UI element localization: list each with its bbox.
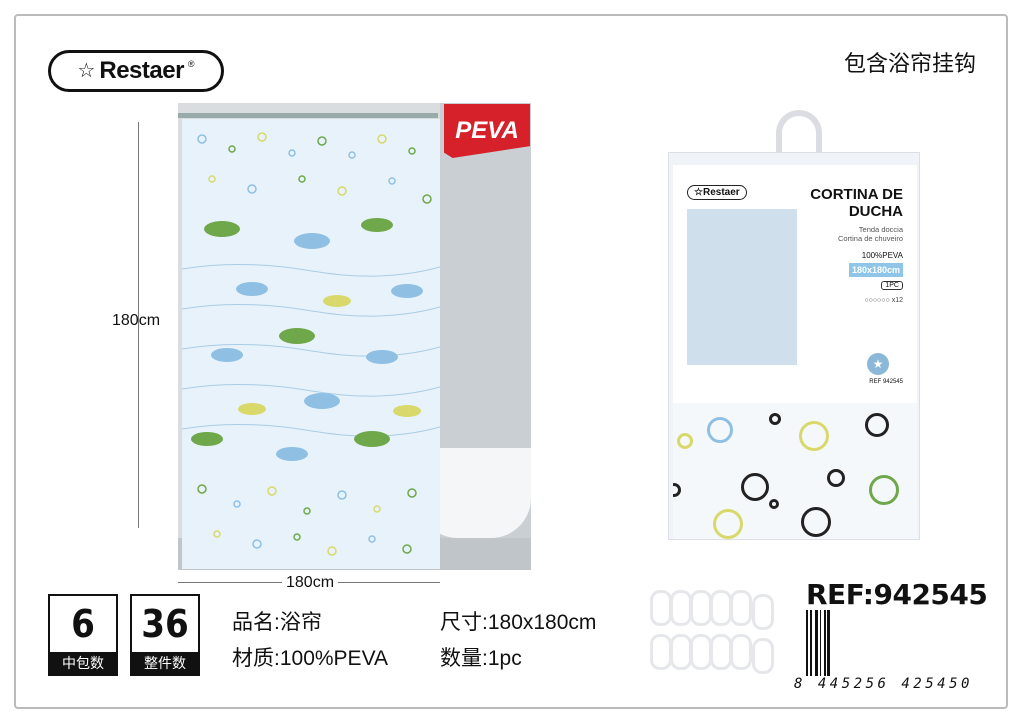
curtain-pattern — [673, 403, 917, 539]
height-label: 180cm — [112, 312, 161, 329]
product-photo — [178, 103, 531, 570]
package-material: 100%PEVA — [861, 251, 903, 260]
star-icon: ☆ — [77, 60, 96, 82]
spec-material: 材质:100%PEVA — [232, 647, 389, 670]
spec-size: 尺寸:180x180cm — [440, 611, 597, 634]
inner-pack-count: 6 中包数 — [48, 594, 118, 676]
material-badge: PEVA — [444, 104, 530, 158]
width-label: 180cm — [282, 574, 339, 592]
package-rings: ○○○○○○ x12 — [864, 297, 903, 304]
package-title: CORTINA DE DUCHA — [810, 186, 903, 220]
header-note: 包含浴帘挂钩 — [843, 51, 976, 76]
package-image: ☆Restaer CORTINA DE DUCHA Tenda doccia C… — [668, 110, 920, 540]
badge-star-icon: ★ — [867, 353, 889, 375]
curtain-rod — [178, 113, 438, 118]
package-photo — [687, 209, 797, 365]
barcode-number: 8 445256 425450 — [794, 676, 973, 692]
barcode — [806, 610, 976, 676]
package-pieces: 1PC — [881, 281, 903, 290]
registered-mark: ® — [187, 59, 195, 69]
spec-name: 品名:浴帘 — [232, 611, 322, 634]
package-ref: REF 942545 — [869, 379, 903, 385]
height-dimension-line — [138, 122, 139, 528]
package-brand: ☆Restaer — [687, 185, 747, 200]
reference-number: REF:942545 — [806, 578, 988, 611]
label-frame — [14, 14, 1008, 709]
package-size: 180x180cm — [848, 263, 903, 277]
spec-quantity: 数量:1pc — [440, 647, 522, 670]
carton-count: 36 整件数 — [130, 594, 200, 676]
shower-curtain — [181, 119, 441, 569]
count-boxes: 6 中包数 36 整件数 — [48, 594, 200, 676]
brand-logo: ☆ Restaer ® — [48, 50, 224, 92]
package-subtitle: Tenda doccia Cortina de chuveiro — [837, 225, 903, 243]
brand-name: Restaer — [99, 57, 184, 84]
curtain-rings-image — [648, 586, 786, 678]
hanger-icon — [776, 110, 822, 166]
